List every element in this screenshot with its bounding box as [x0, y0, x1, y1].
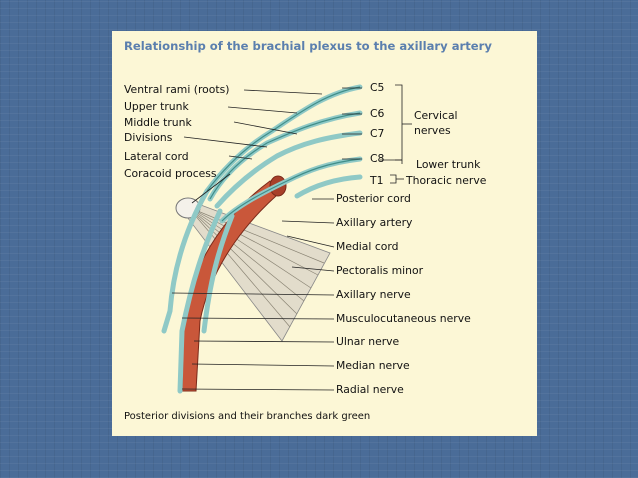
label-c6: C6 — [370, 107, 385, 120]
label-medial-cord: Medial cord — [336, 240, 399, 253]
label-t1: T1 — [370, 174, 384, 187]
diagram-title: Relationship of the brachial plexus to t… — [124, 39, 492, 53]
label-coracoid: Coracoid process — [124, 167, 217, 180]
label-c5: C5 — [370, 81, 385, 94]
label-c8: C8 — [370, 152, 385, 165]
label-thoracic-nerve: Thoracic nerve — [406, 174, 487, 187]
label-middle-trunk: Middle trunk — [124, 116, 192, 129]
label-radial-nerve: Radial nerve — [336, 383, 404, 396]
leader-lines — [171, 84, 412, 391]
label-posterior-cord: Posterior cord — [336, 192, 411, 205]
nerve-outlines — [206, 86, 361, 222]
label-musculocutaneous: Musculocutaneous nerve — [336, 312, 471, 325]
label-axillary-nerve: Axillary nerve — [336, 288, 411, 301]
diagram-panel: Relationship of the brachial plexus to t… — [112, 31, 537, 436]
label-ulnar-nerve: Ulnar nerve — [336, 335, 400, 348]
label-lower-trunk: Lower trunk — [416, 158, 481, 171]
label-c7: C7 — [370, 127, 385, 140]
brachial-plexus-illustration — [161, 84, 412, 394]
label-median-nerve: Median nerve — [336, 359, 410, 372]
footnote: Posterior divisions and their branches d… — [124, 411, 371, 422]
label-axillary-artery: Axillary artery — [336, 216, 413, 229]
label-upper-trunk: Upper trunk — [124, 100, 189, 113]
muscle-fibers — [187, 206, 325, 328]
label-ventral-rami: Ventral rami (roots) — [124, 83, 230, 96]
label-cervical-nerves: Cervical nerves — [414, 109, 458, 137]
label-pectoralis-minor: Pectoralis minor — [336, 264, 424, 277]
label-divisions: Divisions — [124, 131, 173, 144]
label-lateral-cord: Lateral cord — [124, 150, 189, 163]
